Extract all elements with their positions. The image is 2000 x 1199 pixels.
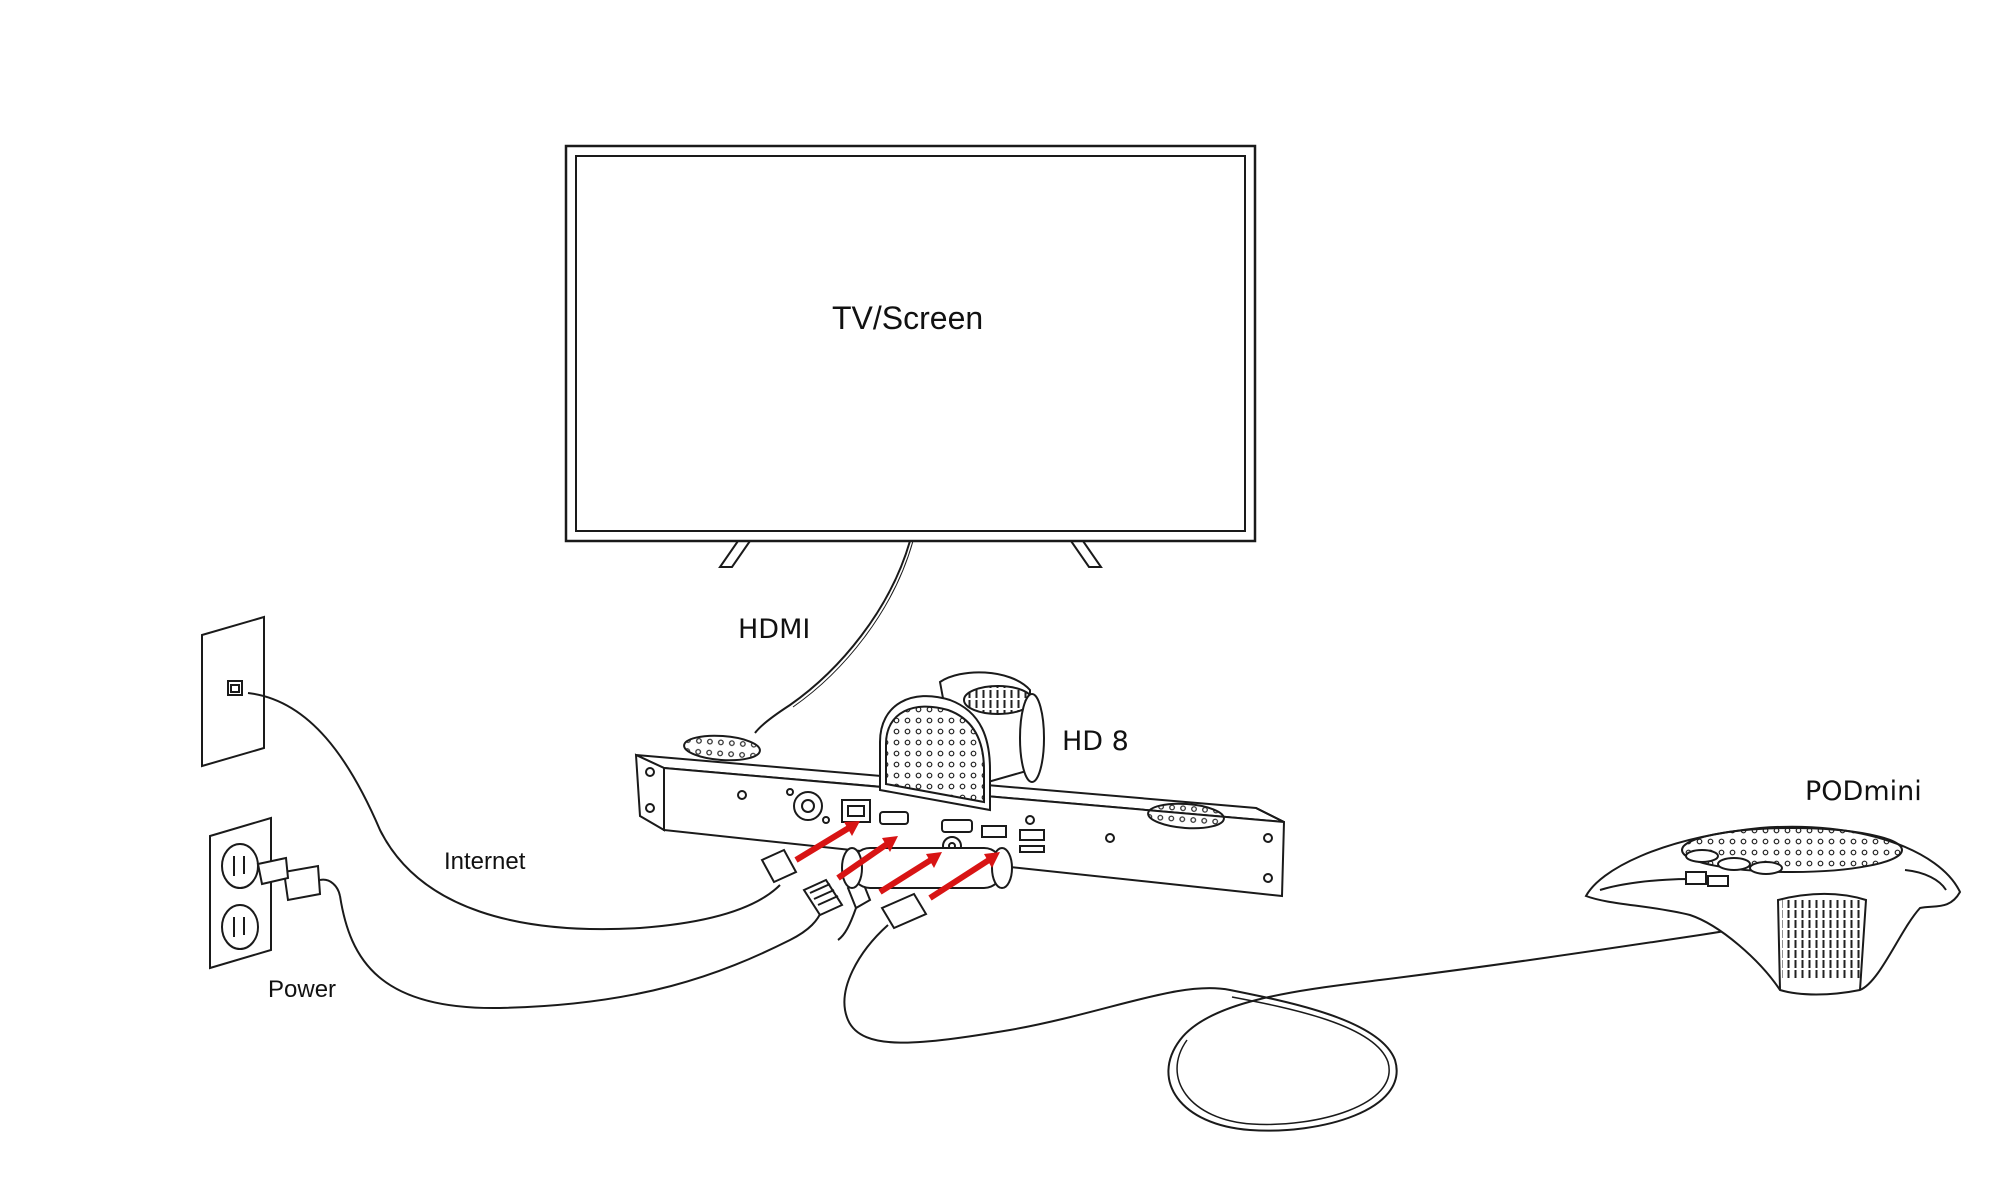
ethernet-wall-jack-icon — [201, 615, 265, 768]
camera-head — [879, 671, 1045, 812]
power-outlet-icon — [209, 816, 272, 970]
hd8-label: HD 8 — [1062, 726, 1129, 757]
internet-label: Internet — [444, 848, 526, 875]
internet-cable — [247, 692, 781, 931]
tv-screen-icon — [564, 144, 1257, 568]
tv-screen-label: TV/Screen — [832, 300, 984, 336]
power-label: Power — [268, 976, 337, 1003]
power-cable — [339, 895, 823, 1010]
usb-plug — [880, 892, 928, 930]
conference-speakerphone-icon — [1584, 825, 1962, 996]
podmini-label: PODmini — [1805, 776, 1922, 807]
power-plug — [256, 856, 341, 902]
hdmi-cable — [754, 540, 911, 734]
usb-cable — [843, 911, 1806, 1132]
connection-arrows — [794, 821, 1000, 901]
rj45-plug — [760, 848, 798, 884]
power-connector — [802, 878, 844, 917]
hdmi-label: HDMI — [738, 614, 811, 645]
